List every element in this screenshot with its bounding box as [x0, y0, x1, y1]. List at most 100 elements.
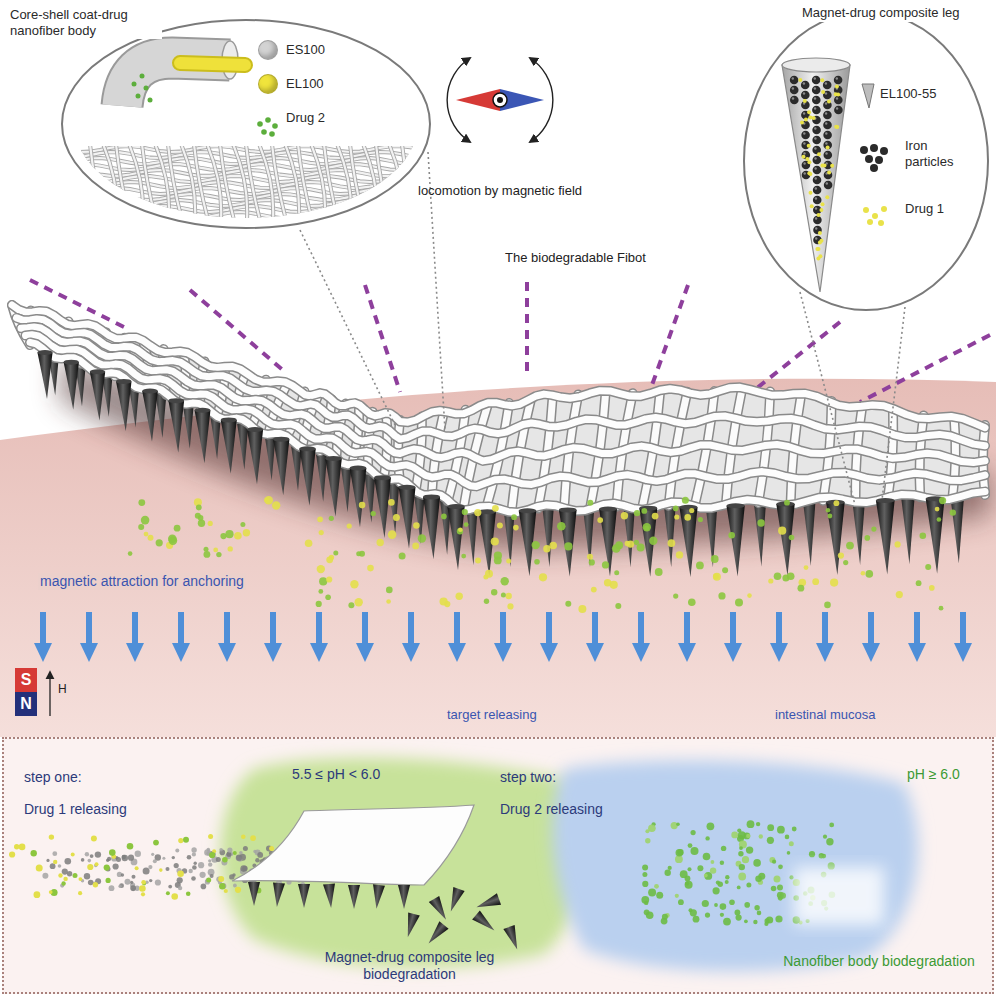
- fiber: [26, 335, 986, 487]
- caption-label: locomotion by magnetic field: [418, 183, 582, 199]
- iron-particle: [801, 81, 810, 90]
- magnet-pole: N: [15, 692, 37, 716]
- drug-dot: [507, 603, 513, 609]
- drug-dot: [764, 922, 768, 926]
- mesh-fiber-outline: [311, 146, 325, 218]
- magnet-north: [15, 692, 37, 716]
- drug-dot: [491, 589, 497, 595]
- drug-dot: [688, 867, 692, 871]
- iron-sample: [860, 144, 888, 172]
- drug-dot: [104, 865, 110, 871]
- degraded-iron: [90, 854, 94, 858]
- iron-highlight: [815, 207, 817, 209]
- drug-dot: [865, 535, 871, 541]
- drug-dot: [399, 553, 406, 560]
- iron-highlight: [814, 157, 816, 159]
- drug-dot: [326, 556, 333, 563]
- drug-dot: [823, 835, 827, 839]
- drug-dot: [148, 535, 154, 541]
- fiber-outline: [26, 335, 986, 487]
- leg-cone: [472, 910, 498, 935]
- degraded-iron: [192, 865, 197, 870]
- drug-dot: [347, 523, 352, 528]
- drug-dot: [141, 880, 146, 885]
- mesh-fiber: [272, 146, 286, 218]
- drug-dot: [656, 892, 663, 899]
- mesh-fiber: [207, 146, 221, 218]
- step-title: step two:: [500, 769, 556, 786]
- leg-cone: [679, 507, 697, 577]
- drug-dot: [637, 544, 645, 552]
- drug-dot: [809, 851, 815, 857]
- leg-cone-group: [298, 884, 310, 908]
- arrow-shaft: [178, 612, 184, 645]
- drug-dot: [684, 514, 691, 521]
- drug-dot: [829, 823, 834, 828]
- leg-cone-group: [271, 882, 285, 907]
- degraded-iron: [208, 859, 211, 862]
- degraded-iron: [88, 859, 92, 863]
- degraded-iron: [226, 852, 231, 857]
- drug-dot: [235, 887, 241, 893]
- drug-dot: [177, 870, 184, 877]
- iron-particle: [790, 86, 799, 95]
- arrow-shaft: [684, 612, 690, 645]
- drug-dot: [462, 509, 468, 515]
- drug-dot: [506, 593, 512, 599]
- legend-text: EL100-55: [880, 86, 936, 102]
- drug-dot: [649, 537, 657, 545]
- drug-dot: [224, 889, 228, 893]
- drug-dot: [501, 593, 506, 598]
- arrow-head: [448, 643, 466, 662]
- arrow-shaft: [730, 612, 736, 645]
- drug-dot: [742, 856, 749, 863]
- drug-dot: [682, 497, 689, 504]
- drug-dot: [643, 523, 651, 531]
- drug-dot: [771, 886, 777, 892]
- drug-dot: [183, 837, 189, 843]
- mesh-fiber-outline: [155, 146, 169, 218]
- callout-heading: Core-shell coat-drug nanofiber body: [8, 6, 162, 39]
- drug-dot: [645, 838, 650, 843]
- drug-dot: [713, 573, 721, 581]
- drug-dot: [675, 894, 679, 898]
- mesh-fiber-outline: [142, 146, 156, 218]
- drug-dot: [819, 853, 824, 858]
- mesh-fiber: [259, 146, 273, 218]
- mesh-fiber-outline: [272, 146, 286, 218]
- arrow-shaft: [40, 612, 46, 645]
- iron-highlight: [792, 97, 794, 99]
- drug-dot: [693, 916, 700, 923]
- drug-dot: [662, 914, 668, 920]
- drug-dot: [140, 74, 145, 79]
- drug-dot: [792, 827, 797, 832]
- drug-dot: [939, 497, 946, 504]
- drug-dot: [109, 849, 116, 856]
- drug-dot: [685, 882, 689, 886]
- callout-ellipse: Core-shell coat-drug nanofiber body: [60, 18, 432, 230]
- drug-dot: [388, 499, 395, 506]
- iron-dot: [870, 164, 878, 172]
- annotation: magnetic attraction for anchoring: [38, 573, 246, 590]
- leg-cone: [398, 885, 410, 909]
- drug-dot: [896, 591, 903, 598]
- leg-cone-top: [299, 446, 315, 451]
- degraded-iron: [58, 864, 62, 868]
- drug-dot: [456, 593, 463, 600]
- ph-zone-green: [220, 758, 586, 968]
- falling-legs: [248, 882, 523, 952]
- leg-cone-top: [599, 507, 617, 512]
- arrow-head: [954, 643, 972, 662]
- arrow-shaft: [592, 612, 598, 645]
- drug-dot: [777, 826, 785, 834]
- drug-dot: [644, 525, 649, 530]
- drug-dot: [497, 523, 503, 529]
- drug-dot: [506, 558, 511, 563]
- iron-highlight: [815, 237, 817, 239]
- leg-cone: [298, 884, 310, 908]
- mesh-fiber: [103, 146, 117, 218]
- iron-highlight: [825, 152, 827, 154]
- drug-dot: [705, 836, 709, 840]
- drug-dot: [316, 601, 322, 607]
- iron-particle: [812, 76, 821, 85]
